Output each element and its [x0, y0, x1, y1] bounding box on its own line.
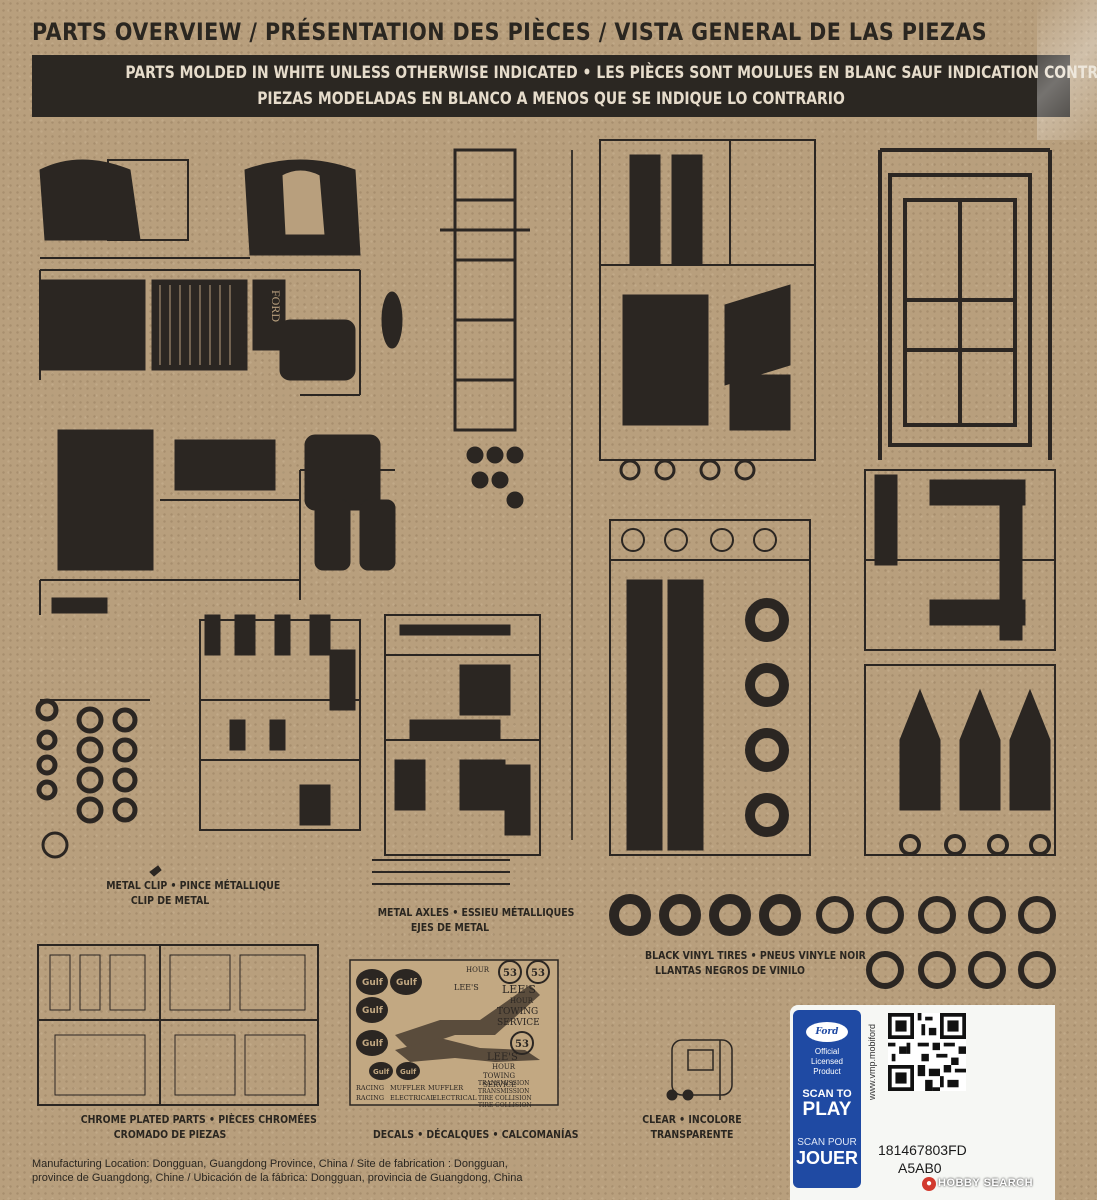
hood-part [39, 159, 141, 241]
decal-hour: HOUR [466, 966, 490, 974]
caption-chrome: CHROME PLATED PARTS • PIÈCES CHROMÉES CR… [80, 1112, 317, 1142]
decal-tire-collision-2: TIRE COLLISION [478, 1102, 532, 1109]
seat-part [279, 319, 356, 381]
decal-service-2: SERVICE [483, 1081, 516, 1089]
official-license-text: Official Licensed Product [810, 1047, 844, 1076]
shrink-wrap-glare [1037, 0, 1097, 140]
play-text: PLAY [802, 1099, 852, 1120]
manufacturing-location: Manufacturing Location: Dongguan, Guangd… [32, 1157, 522, 1185]
decal-muffler-2: MUFFLER [428, 1084, 464, 1092]
ford-logo: Ford [806, 1022, 848, 1042]
caption-metal-clip: METAL CLIP • PINCE MÉTALLIQUE CLIP DE ME… [106, 878, 281, 908]
ford-tailgate-text: FORD [269, 290, 283, 322]
decal-lees-2: LEE'S [487, 1052, 518, 1063]
decal-lees-big: LEE'S [502, 983, 536, 996]
sprue-interior [39, 469, 395, 615]
vinyl-tires [609, 894, 1056, 989]
decal-service: SERVICE [497, 1018, 540, 1028]
qr-code-icon[interactable] [888, 1013, 966, 1091]
page-title: PARTS OVERVIEW / PRÉSENTATION DES PIÈCES… [32, 18, 988, 46]
decal-gulf-6: Gulf [400, 1068, 417, 1076]
decal-towing-2: TOWING [483, 1072, 515, 1080]
interior-panel [57, 429, 154, 571]
sprue-chrome [37, 944, 319, 1106]
caption-decals: DECALS • DÉCALQUES • CALCOMANÍAS [373, 1127, 579, 1142]
decal-racing-2: RACING [356, 1094, 384, 1102]
decal-number-3: 53 [515, 1039, 529, 1050]
caption-tires-line2: LLANTAS NEGROS DE VINILO [655, 964, 805, 977]
caption-metal-clip-line1: METAL CLIP • PINCE MÉTALLIQUE [106, 879, 281, 892]
vmp-url: www.vmp.mobiford [867, 1023, 877, 1100]
caption-tires: BLACK VINYL TIRES • PNEUS VINYLE NOIR LL… [645, 948, 866, 978]
decal-transmission-1: TRANSMISSION [478, 1080, 529, 1087]
jouer-text: JOUER [796, 1148, 859, 1168]
scan-to-text: SCAN TO [802, 1088, 852, 1100]
decal-gulf-4: Gulf [362, 1039, 383, 1049]
decal-number-2: 53 [531, 968, 545, 979]
sprue-wheels [35, 698, 138, 859]
banner-line-2: PIEZAS MODELADAS EN BLANCO A MENOS QUE S… [257, 89, 845, 109]
caption-metal-clip-line2: CLIP DE METAL [130, 894, 210, 907]
batch-code: A5AB0 [898, 1160, 942, 1176]
mirror-part [381, 291, 403, 349]
decal-lees-1: LEE'S [454, 983, 479, 992]
scan-pour-text: SCAN POUR [797, 1137, 857, 1148]
scan-pour-jouer: SCAN POUR JOUER [796, 1137, 858, 1168]
decal-hour-2: HOUR [510, 997, 534, 1005]
caption-clear: CLEAR • INCOLORE TRANSPARENTE [641, 1112, 743, 1142]
section-divider [571, 150, 573, 840]
decal-towing: TOWING [497, 1007, 538, 1017]
caption-metal-axles: METAL AXLES • ESSIEU MÉTALLIQUES EJES DE… [377, 905, 575, 935]
footer-line-1: Manufacturing Location: Dongguan, Guangd… [32, 1158, 508, 1170]
footer-line-2: province de Guangdong, Chine / Ubicación… [32, 1172, 523, 1184]
decal-sheet: Gulf Gulf Gulf Gulf Gulf Gulf 53 53 53 H… [349, 959, 559, 1109]
caption-clear-line2: TRANSPARENTE [650, 1128, 734, 1141]
caption-tires-line1: BLACK VINYL TIRES • PNEUS VINYLE NOIR [645, 949, 866, 962]
decal-transmission-2: TRANSMISSION [478, 1088, 529, 1095]
caption-clear-line1: CLEAR • INCOLORE [642, 1113, 742, 1126]
sprue-clear [671, 1039, 733, 1100]
metal-clip [149, 865, 162, 877]
molding-note-banner: PARTS MOLDED IN WHITE UNLESS OTHERWISE I… [32, 55, 1097, 117]
hobby-search-icon: ● [922, 1177, 936, 1191]
decal-hour-3: HOUR [492, 1063, 516, 1071]
decal-gulf-3: Gulf [362, 1006, 383, 1016]
decal-gulf-5: Gulf [373, 1068, 390, 1076]
caption-decals-line1: DECALS • DÉCALQUES • CALCOMANÍAS [373, 1128, 579, 1141]
decal-muffler-1: MUFFLER [390, 1084, 426, 1092]
decal-gulf-1: Gulf [362, 978, 383, 988]
decal-tire-collision-1: TIRE COLLISION [478, 1095, 532, 1102]
floor-part [39, 279, 146, 371]
caption-metal-axles-line1: METAL AXLES • ESSIEU MÉTALLIQUES [377, 906, 575, 919]
scan-to-play: SCAN TO PLAY [796, 1088, 858, 1120]
caption-metal-axles-line2: EJES DE METAL [410, 921, 490, 934]
sprue-ladder-frame [440, 148, 530, 432]
sprue-frame-right [878, 148, 1052, 460]
product-code: 181467803FD [878, 1142, 967, 1158]
watermark: HOBBY SEARCH [938, 1177, 1034, 1189]
sprue-bed-floor [609, 519, 811, 856]
banner-line-1: PARTS MOLDED IN WHITE UNLESS OTHERWISE I… [125, 63, 1097, 83]
decal-racing-1: RACING [356, 1084, 384, 1092]
caption-chrome-line1: CHROME PLATED PARTS • PIÈCES CHROMÉES [80, 1113, 317, 1126]
decal-number-1: 53 [503, 968, 517, 979]
decal-electrical-1: ELECTRICAL [390, 1094, 435, 1102]
decal-electrical-2: ELECTRICAL [432, 1094, 477, 1102]
decal-gulf-2: Gulf [396, 978, 417, 988]
caption-chrome-line2: CROMADO DE PIEZAS [113, 1128, 227, 1141]
